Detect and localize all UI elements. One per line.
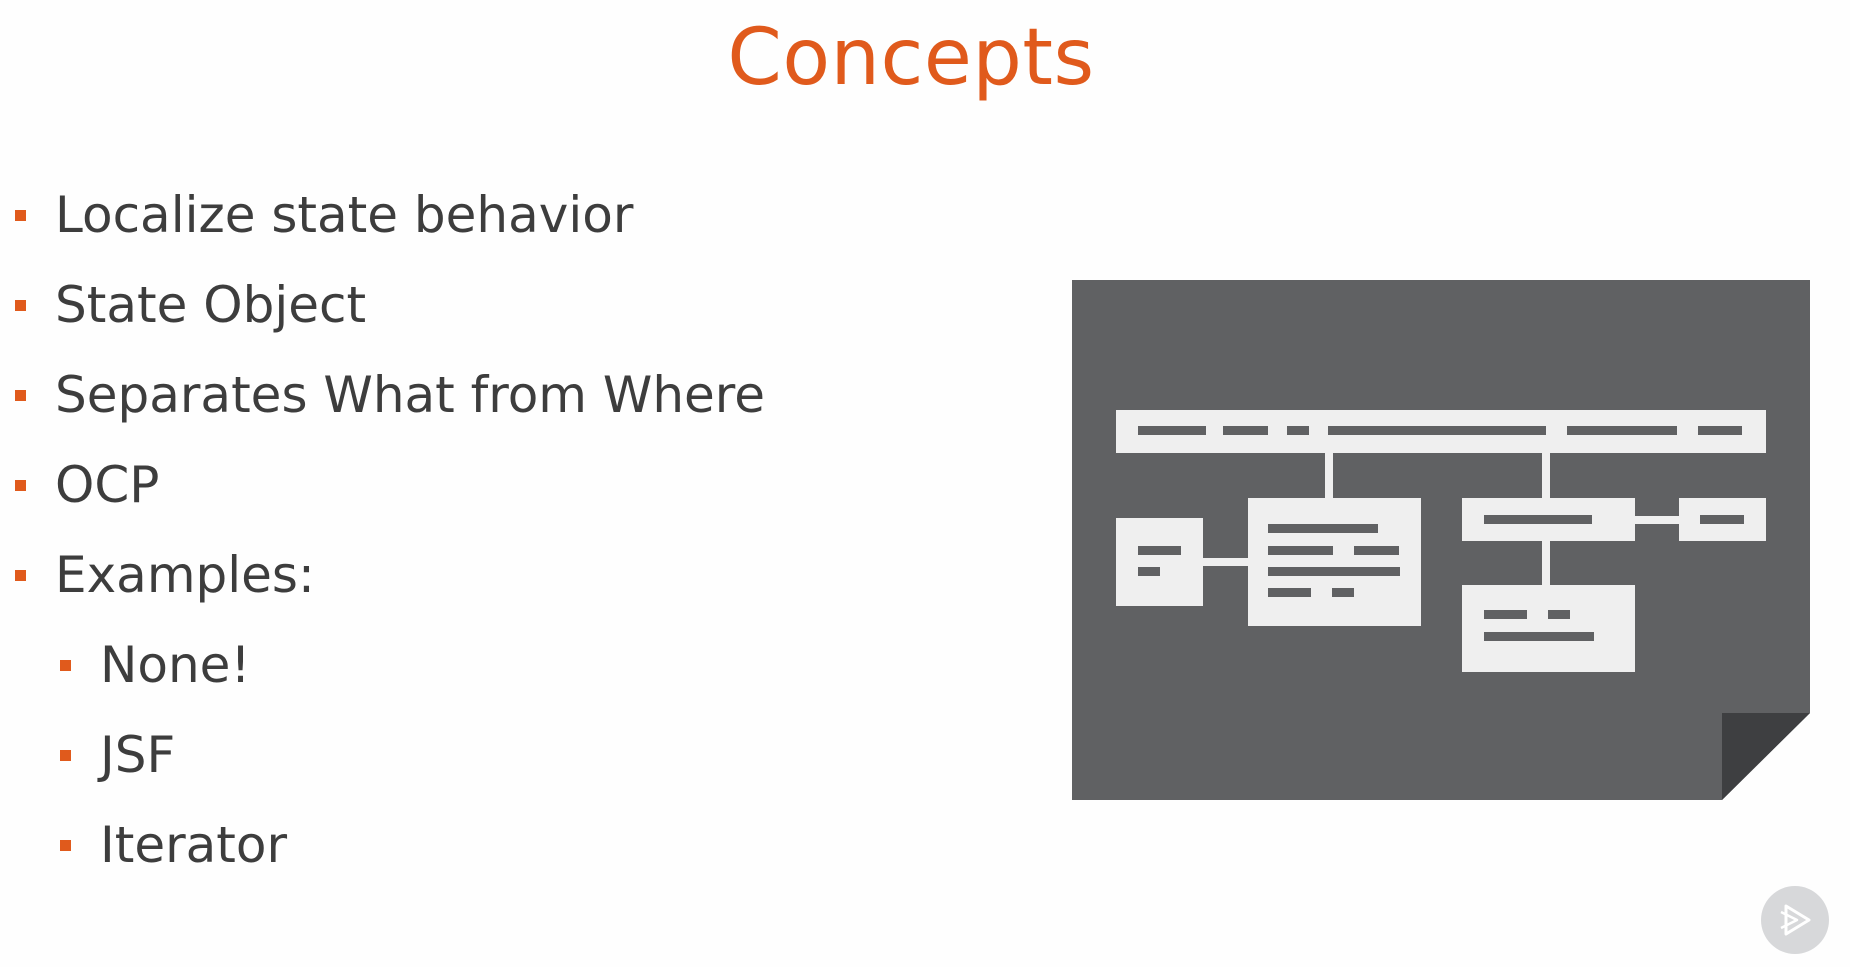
slide-title: Concepts	[727, 13, 1095, 103]
bullet-marker-icon	[15, 299, 26, 311]
bullet-item: Examples:	[0, 540, 315, 610]
bullet-list: Localize state behavior State Object Sep…	[0, 180, 765, 880]
sub-bullet-item: JSF	[0, 720, 175, 790]
bullet-marker-icon	[15, 389, 26, 401]
bullet-item: Separates What from Where	[0, 360, 765, 430]
bullet-item: Localize state behavior	[0, 180, 633, 250]
bullet-marker-icon	[60, 839, 71, 851]
diagram-document-icon	[1072, 280, 1810, 800]
sub-bullet-text: Iterator	[100, 816, 288, 874]
sub-bullet-text: None!	[100, 636, 251, 694]
bullet-text: OCP	[55, 456, 160, 514]
bullet-text: Separates What from Where	[55, 366, 766, 424]
bullet-marker-icon	[15, 479, 26, 491]
bullet-marker-icon	[60, 749, 71, 761]
bullet-item: OCP	[0, 450, 159, 520]
bullet-text: Localize state behavior	[55, 186, 634, 244]
bullet-item: State Object	[0, 270, 366, 340]
play-icon	[1775, 900, 1815, 940]
sub-bullet-text: JSF	[100, 726, 176, 784]
bullet-marker-icon	[15, 569, 26, 581]
play-button[interactable]	[1761, 886, 1829, 954]
bullet-marker-icon	[60, 659, 71, 671]
sub-bullet-item: None!	[0, 630, 251, 700]
bullet-marker-icon	[15, 209, 26, 221]
sub-bullet-item: Iterator	[0, 810, 287, 880]
bullet-text: Examples:	[55, 546, 315, 604]
bullet-text: State Object	[55, 276, 367, 334]
